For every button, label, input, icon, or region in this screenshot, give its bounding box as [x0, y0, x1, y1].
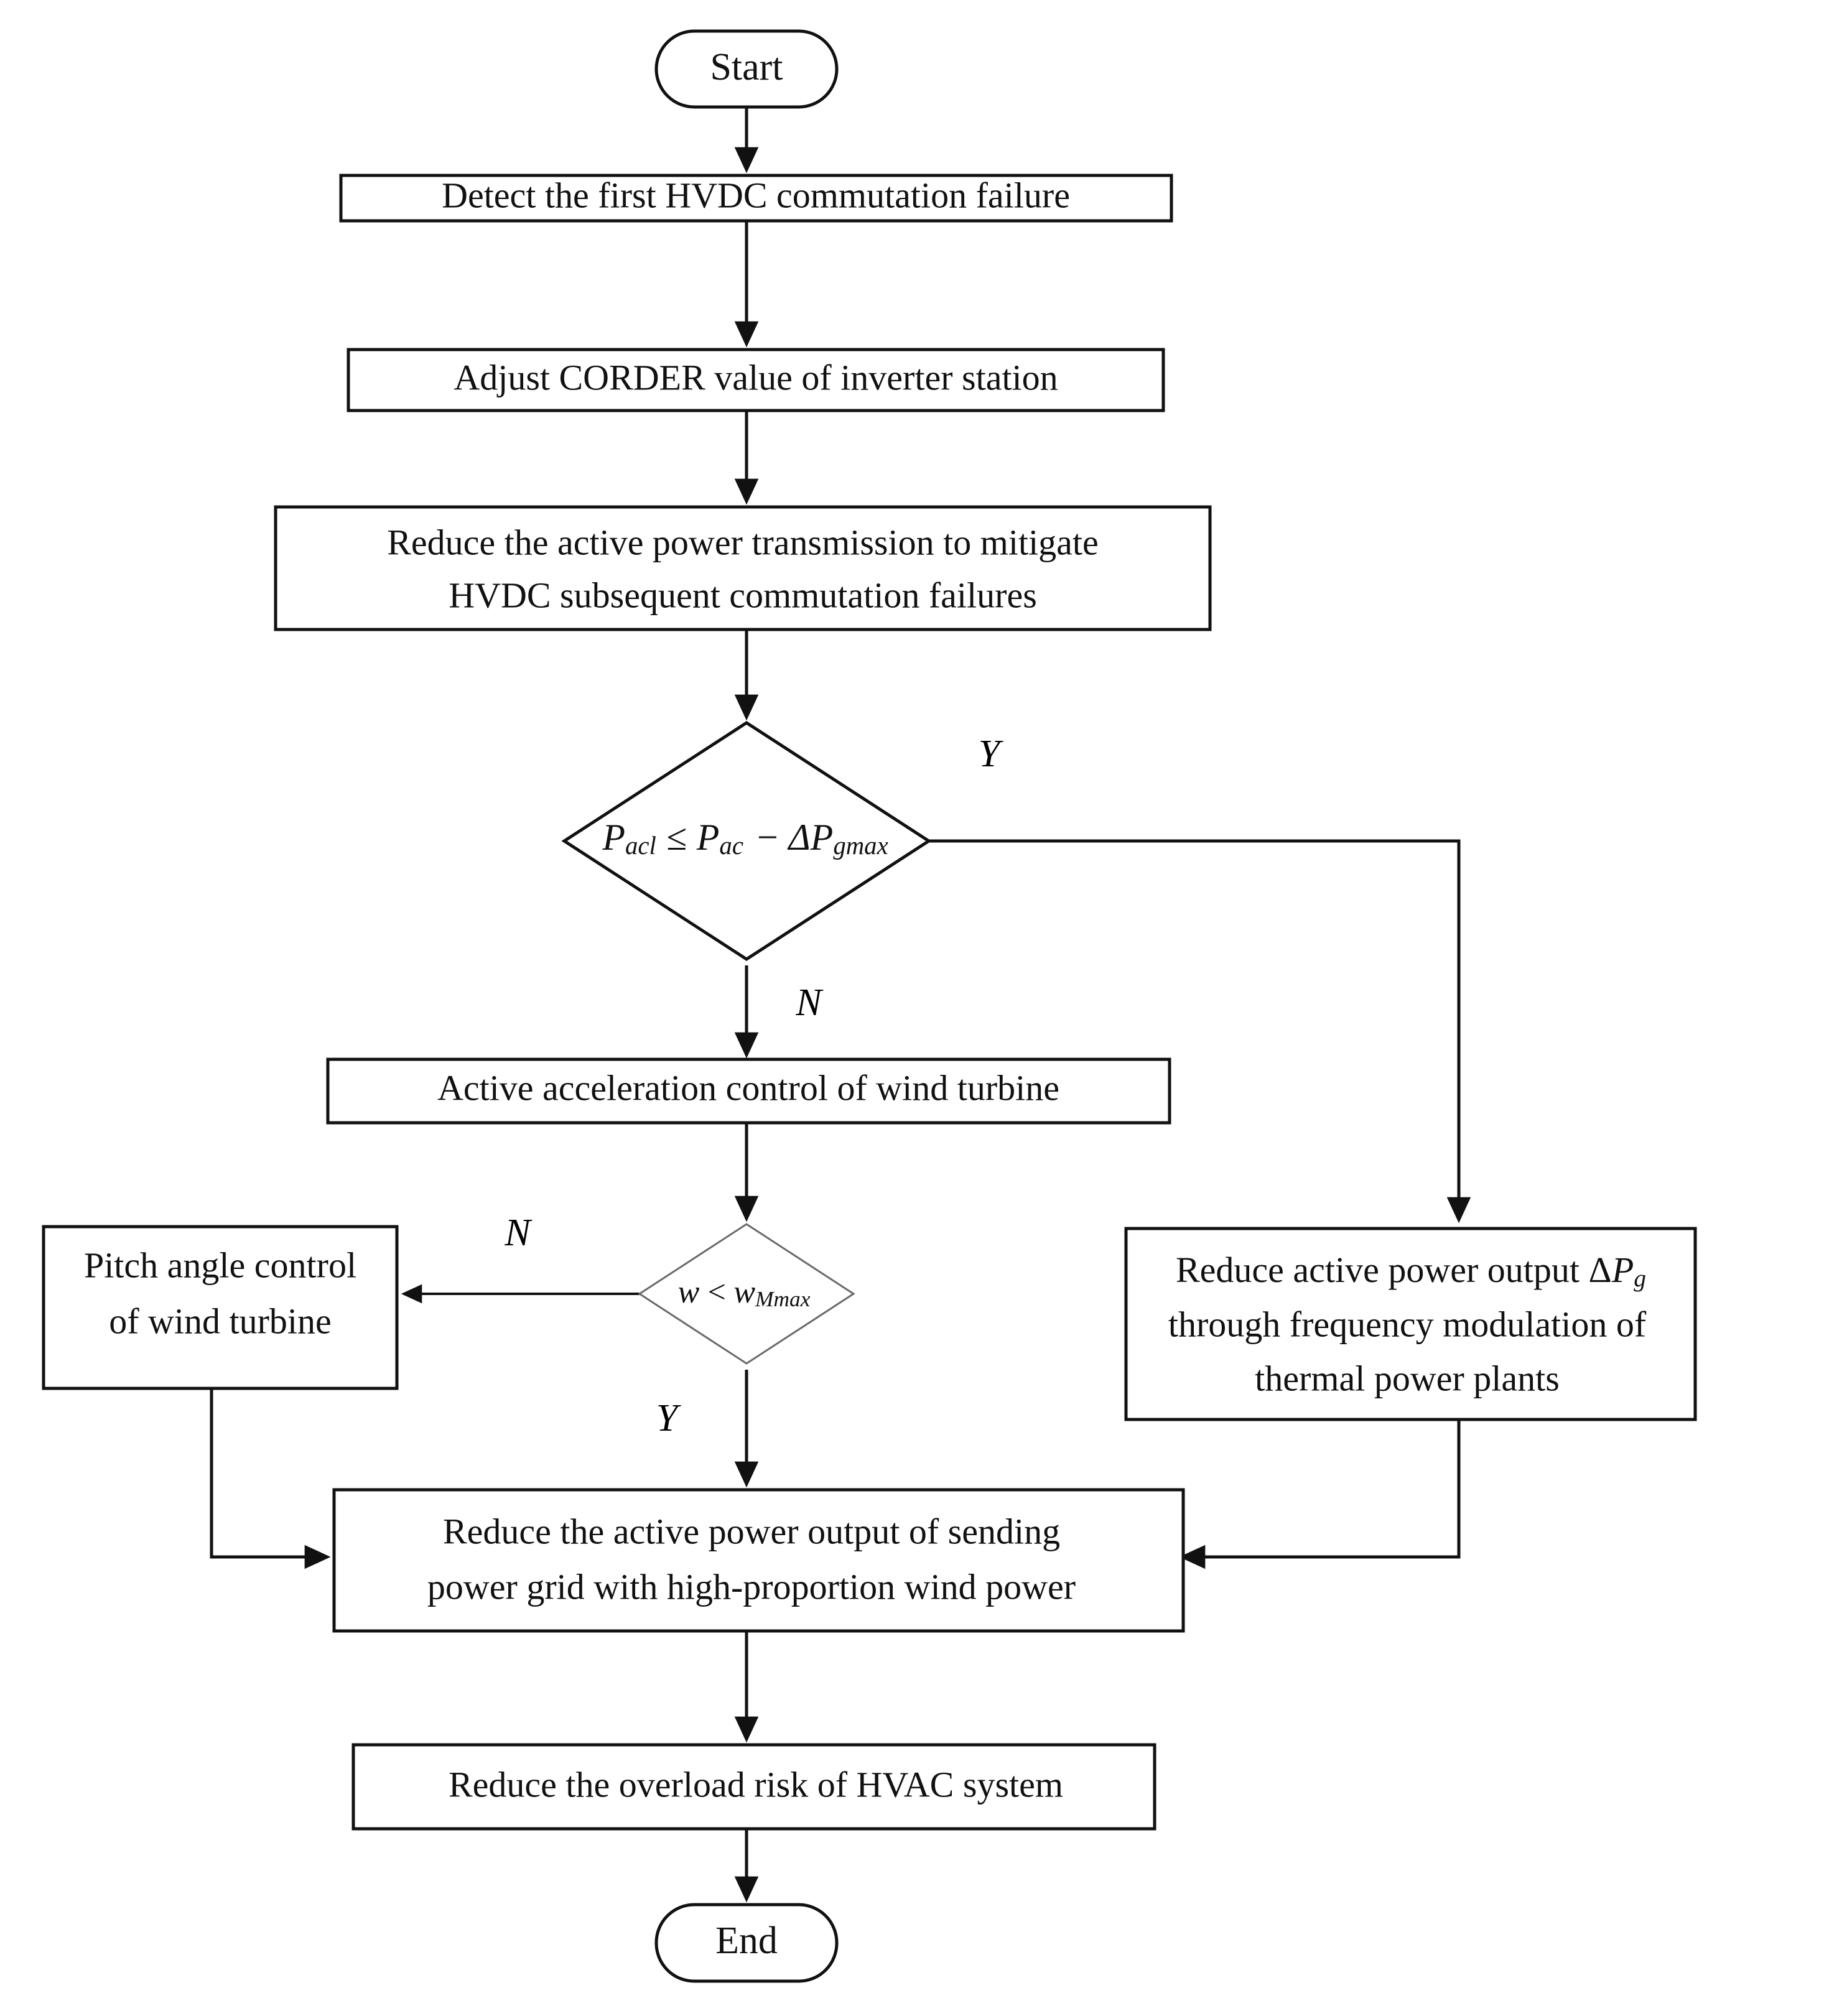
- pitch-box-shape: [42, 1225, 399, 1390]
- edge-decision-power-yes-to-thermal: [929, 839, 1471, 1224]
- node-start[interactable]: Start: [654, 29, 839, 109]
- end-capsule-shape: [654, 1903, 839, 1983]
- corder-label: Adjust CORDER value of inverter station: [454, 357, 1058, 397]
- corder-box-shape: [347, 348, 1165, 412]
- node-adjust-corder[interactable]: Adjust CORDER value of inverter station: [347, 348, 1165, 412]
- reduce-output-line2: power grid with high-proportion wind pow…: [427, 1566, 1076, 1607]
- node-reduce-overload-risk[interactable]: Reduce the overload risk of HVAC system: [351, 1743, 1156, 1831]
- decision-speed-formula: w<wMmax: [678, 1275, 811, 1311]
- node-pitch-angle-control[interactable]: Pitch angle control of wind turbine: [42, 1225, 399, 1390]
- reduce-transmission-line1: Reduce the active power transmission to …: [387, 522, 1099, 562]
- start-capsule-shape: [654, 29, 839, 109]
- decision-power-yes-label: Y: [979, 733, 1003, 775]
- decision-speed-diamond-shape: [638, 1223, 855, 1365]
- node-reduce-sending-output[interactable]: Reduce the active power output of sendin…: [332, 1488, 1185, 1633]
- reduce-overload-label: Reduce the overload risk of HVAC system: [449, 1764, 1063, 1805]
- node-decision-rotor-speed[interactable]: w<wMmax N Y: [504, 1212, 855, 1439]
- thermal-line1: Reduce active power output ΔPg: [1176, 1250, 1646, 1292]
- reduce-transmission-line2: HVDC subsequent commutation failures: [449, 575, 1037, 615]
- decision-power-no-label: N: [795, 982, 824, 1024]
- detect-box-shape: [339, 174, 1173, 223]
- thermal-line3: thermal power plants: [1255, 1358, 1560, 1398]
- edge-pitch-to-reduce-output: [210, 1388, 331, 1569]
- reduce-output-box-shape: [332, 1488, 1185, 1633]
- node-decision-power-margin[interactable]: Pacl≤Pac−ΔPgmax Y N: [561, 721, 1003, 1024]
- accel-box-shape: [326, 1057, 1171, 1125]
- pitch-line1: Pitch angle control: [84, 1245, 356, 1285]
- thermal-line2: through frequency modulation of: [1168, 1304, 1647, 1344]
- reduce-transmission-box-shape: [274, 505, 1212, 631]
- node-detect-commutation-failure[interactable]: Detect the first HVDC commutation failur…: [339, 174, 1173, 223]
- detect-label: Detect the first HVDC commutation failur…: [442, 175, 1070, 215]
- edge-thermal-to-reduce-output: [1179, 1419, 1461, 1569]
- decision-power-diamond-shape: [561, 721, 932, 961]
- decision-speed-no-label: N: [504, 1212, 533, 1254]
- reduce-overload-box-shape: [351, 1743, 1156, 1831]
- node-end[interactable]: End: [654, 1903, 839, 1983]
- end-label: End: [715, 1920, 778, 1962]
- node-thermal-frequency-modulation[interactable]: Reduce active power output ΔPg through f…: [1124, 1227, 1697, 1421]
- node-active-acceleration-control[interactable]: Active acceleration control of wind turb…: [326, 1057, 1171, 1125]
- reduce-output-line1: Reduce the active power output of sendin…: [443, 1511, 1060, 1551]
- decision-power-formula: Pacl≤Pac−ΔPgmax: [602, 817, 888, 860]
- start-label: Start: [710, 46, 783, 88]
- thermal-box-shape: [1124, 1227, 1697, 1421]
- decision-speed-yes-label: Y: [656, 1397, 681, 1439]
- accel-label: Active acceleration control of wind turb…: [437, 1067, 1059, 1108]
- pitch-line2: of wind turbine: [109, 1301, 332, 1341]
- node-reduce-transmission[interactable]: Reduce the active power transmission to …: [274, 505, 1212, 631]
